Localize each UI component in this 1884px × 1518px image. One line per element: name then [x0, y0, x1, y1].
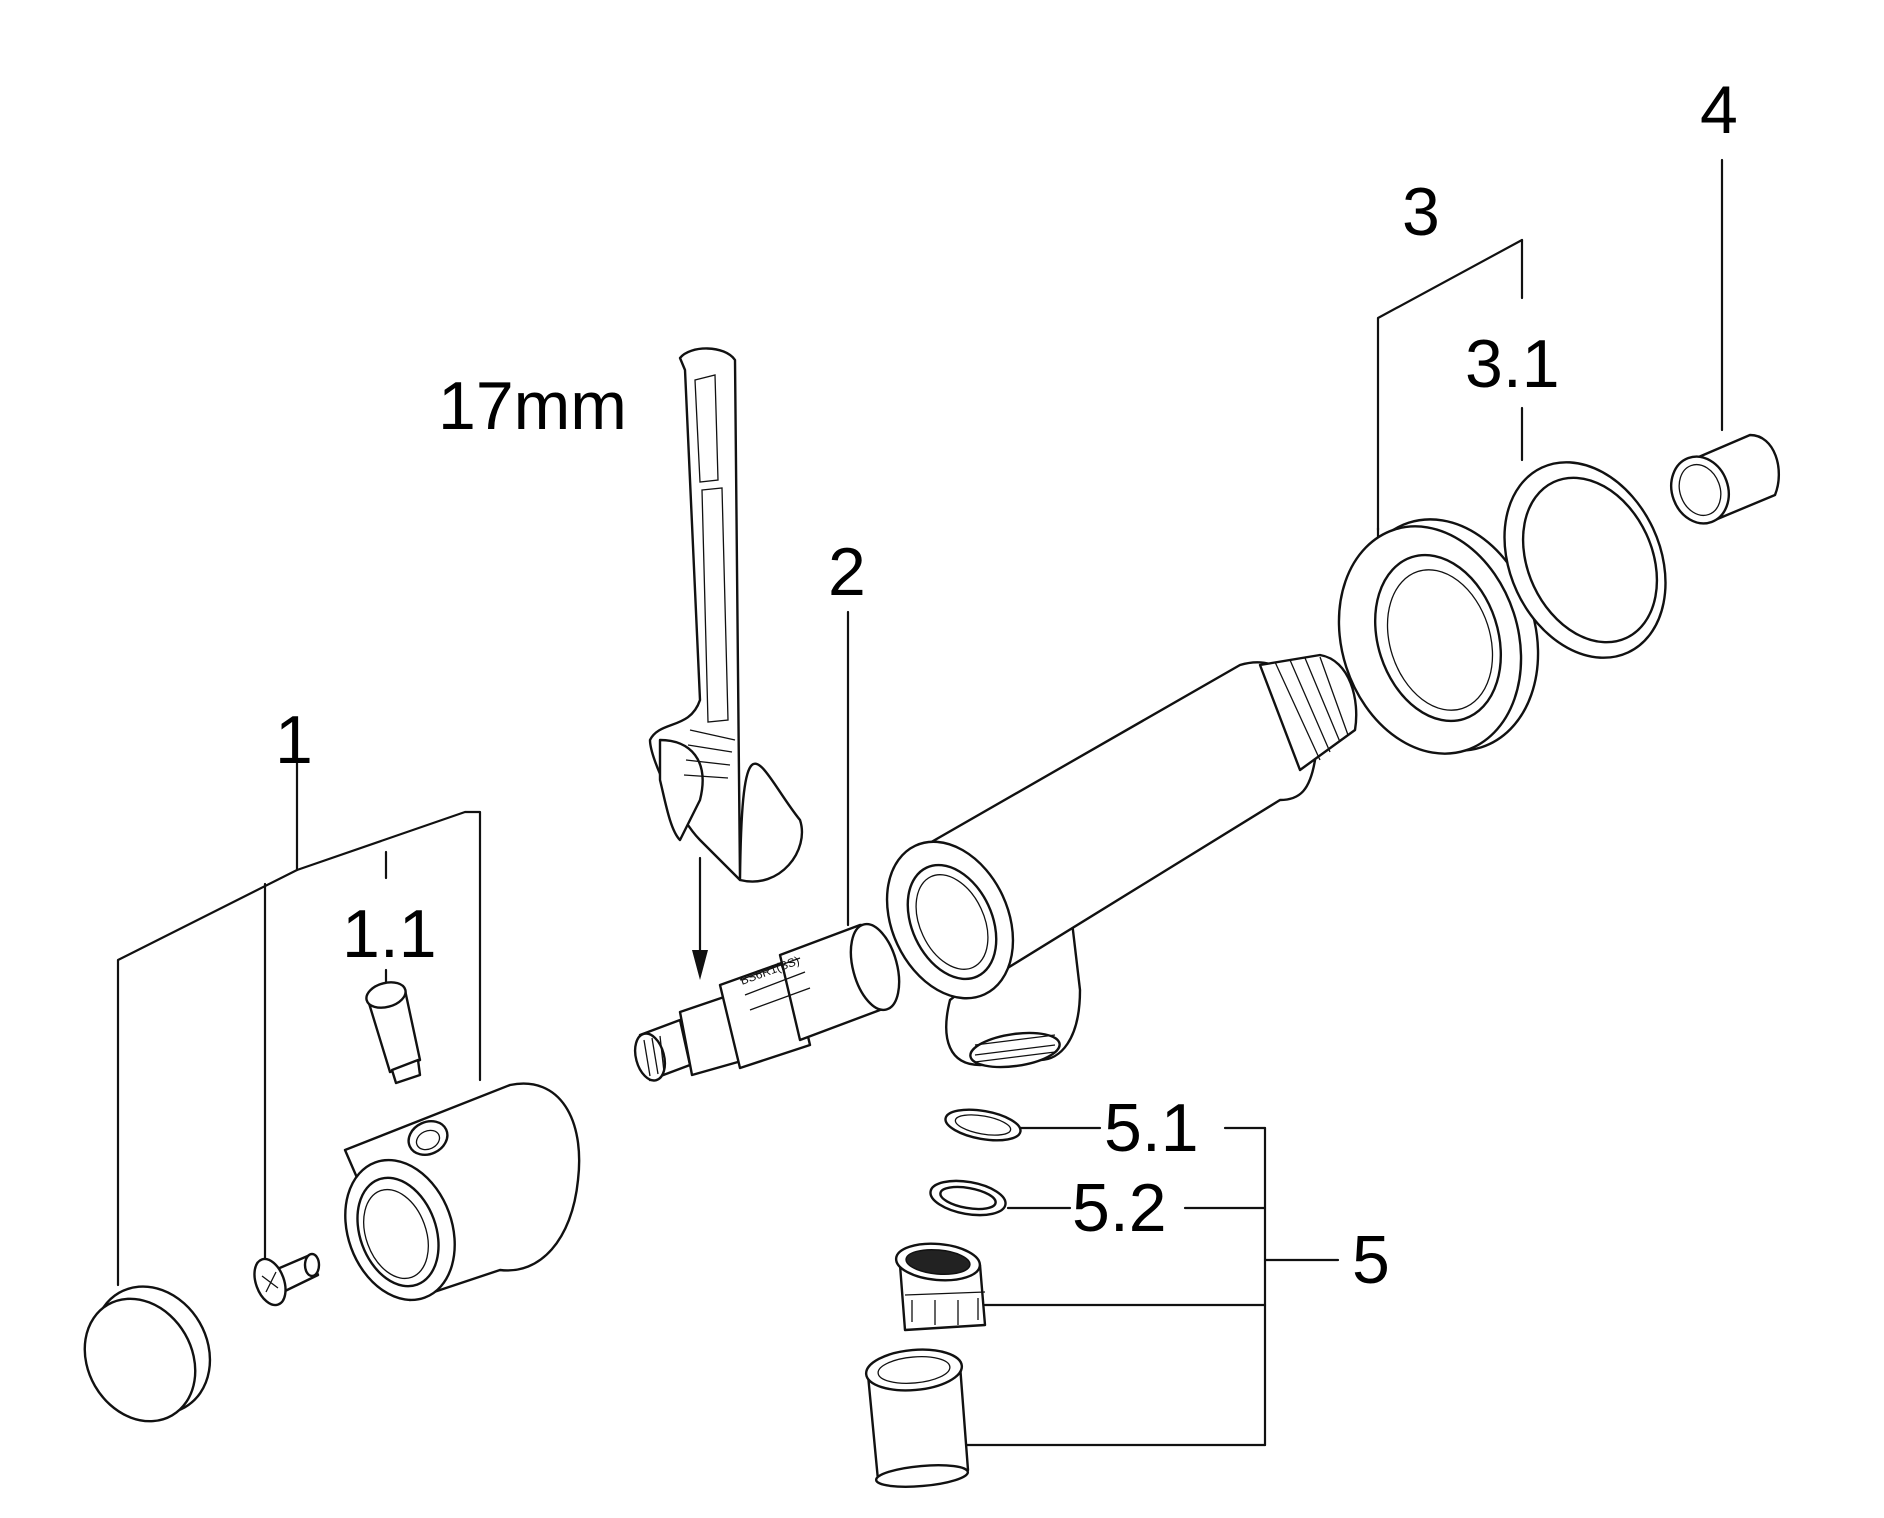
washer-5-2-part [929, 1179, 1007, 1217]
callout-part-5-2: 5.2 [1072, 1170, 1167, 1246]
seal-ring-part [1503, 461, 1667, 659]
cap-part [83, 1285, 212, 1423]
sleeve-part [1670, 433, 1780, 525]
leader-lines [116, 158, 1724, 1447]
leader-1-cap [116, 758, 299, 1287]
callout-part-5-1: 5.1 [1104, 1090, 1199, 1166]
callout-wrench-size: 17mm [438, 368, 627, 444]
wrench-arrow-head [692, 950, 708, 980]
callout-part-3-1: 3.1 [1465, 326, 1560, 402]
aerator-part [894, 1242, 987, 1332]
callout-part-1-1: 1.1 [342, 896, 437, 972]
callout-part-2: 2 [828, 534, 866, 610]
callout-part-1: 1 [275, 702, 313, 778]
washer-5-1-part [944, 1108, 1022, 1142]
spout-sleeve-part [864, 1348, 970, 1488]
grub-screw-part [365, 981, 422, 1085]
callout-part-5: 5 [1352, 1222, 1390, 1298]
spout-body-part [885, 653, 1358, 1069]
handle-part [343, 1082, 581, 1302]
leader-1-handle [295, 810, 482, 1082]
screw-part [253, 1252, 321, 1307]
leader-3-main [1376, 238, 1524, 532]
callout-part-4: 4 [1700, 72, 1738, 148]
cartridge-part: BS6R1(BS) [633, 922, 901, 1082]
wrench-tool [648, 347, 804, 883]
callout-part-3: 3 [1402, 174, 1440, 250]
flange-part [1337, 518, 1540, 755]
